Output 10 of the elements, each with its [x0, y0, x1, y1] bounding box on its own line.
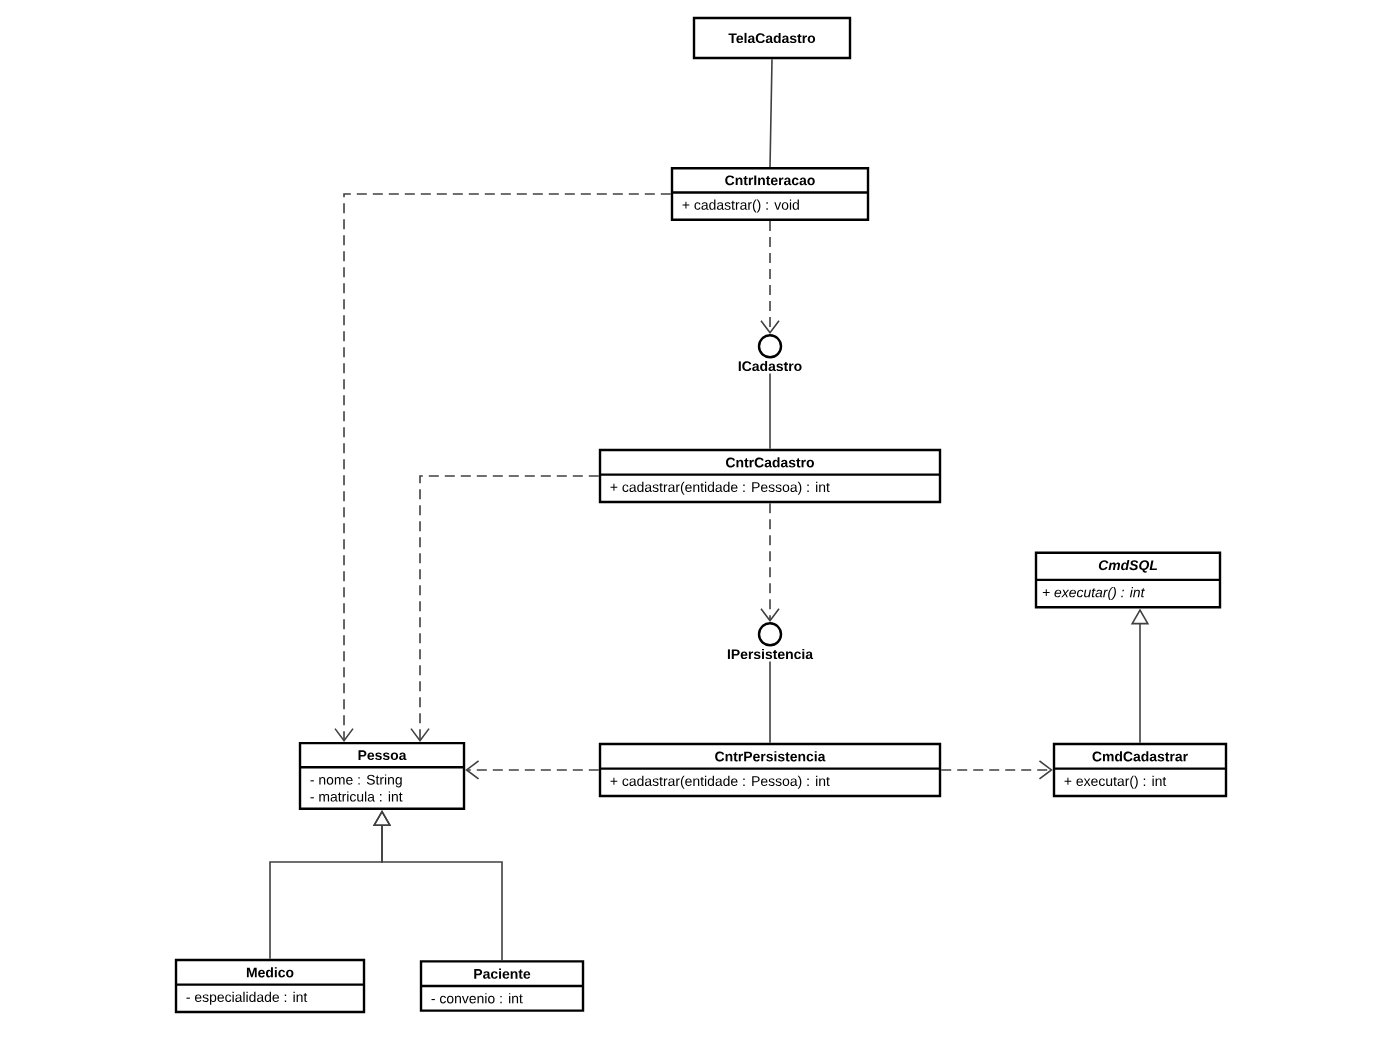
connector-line — [769, 372, 771, 450]
arrow — [410, 475, 600, 742]
arrow — [940, 760, 1053, 780]
arrow — [760, 220, 780, 335]
connector-line — [769, 660, 771, 744]
connector-line — [769, 58, 773, 168]
arrow — [465, 760, 600, 780]
arrow — [334, 193, 672, 742]
arrow — [372, 810, 503, 961]
arrow — [760, 502, 780, 623]
